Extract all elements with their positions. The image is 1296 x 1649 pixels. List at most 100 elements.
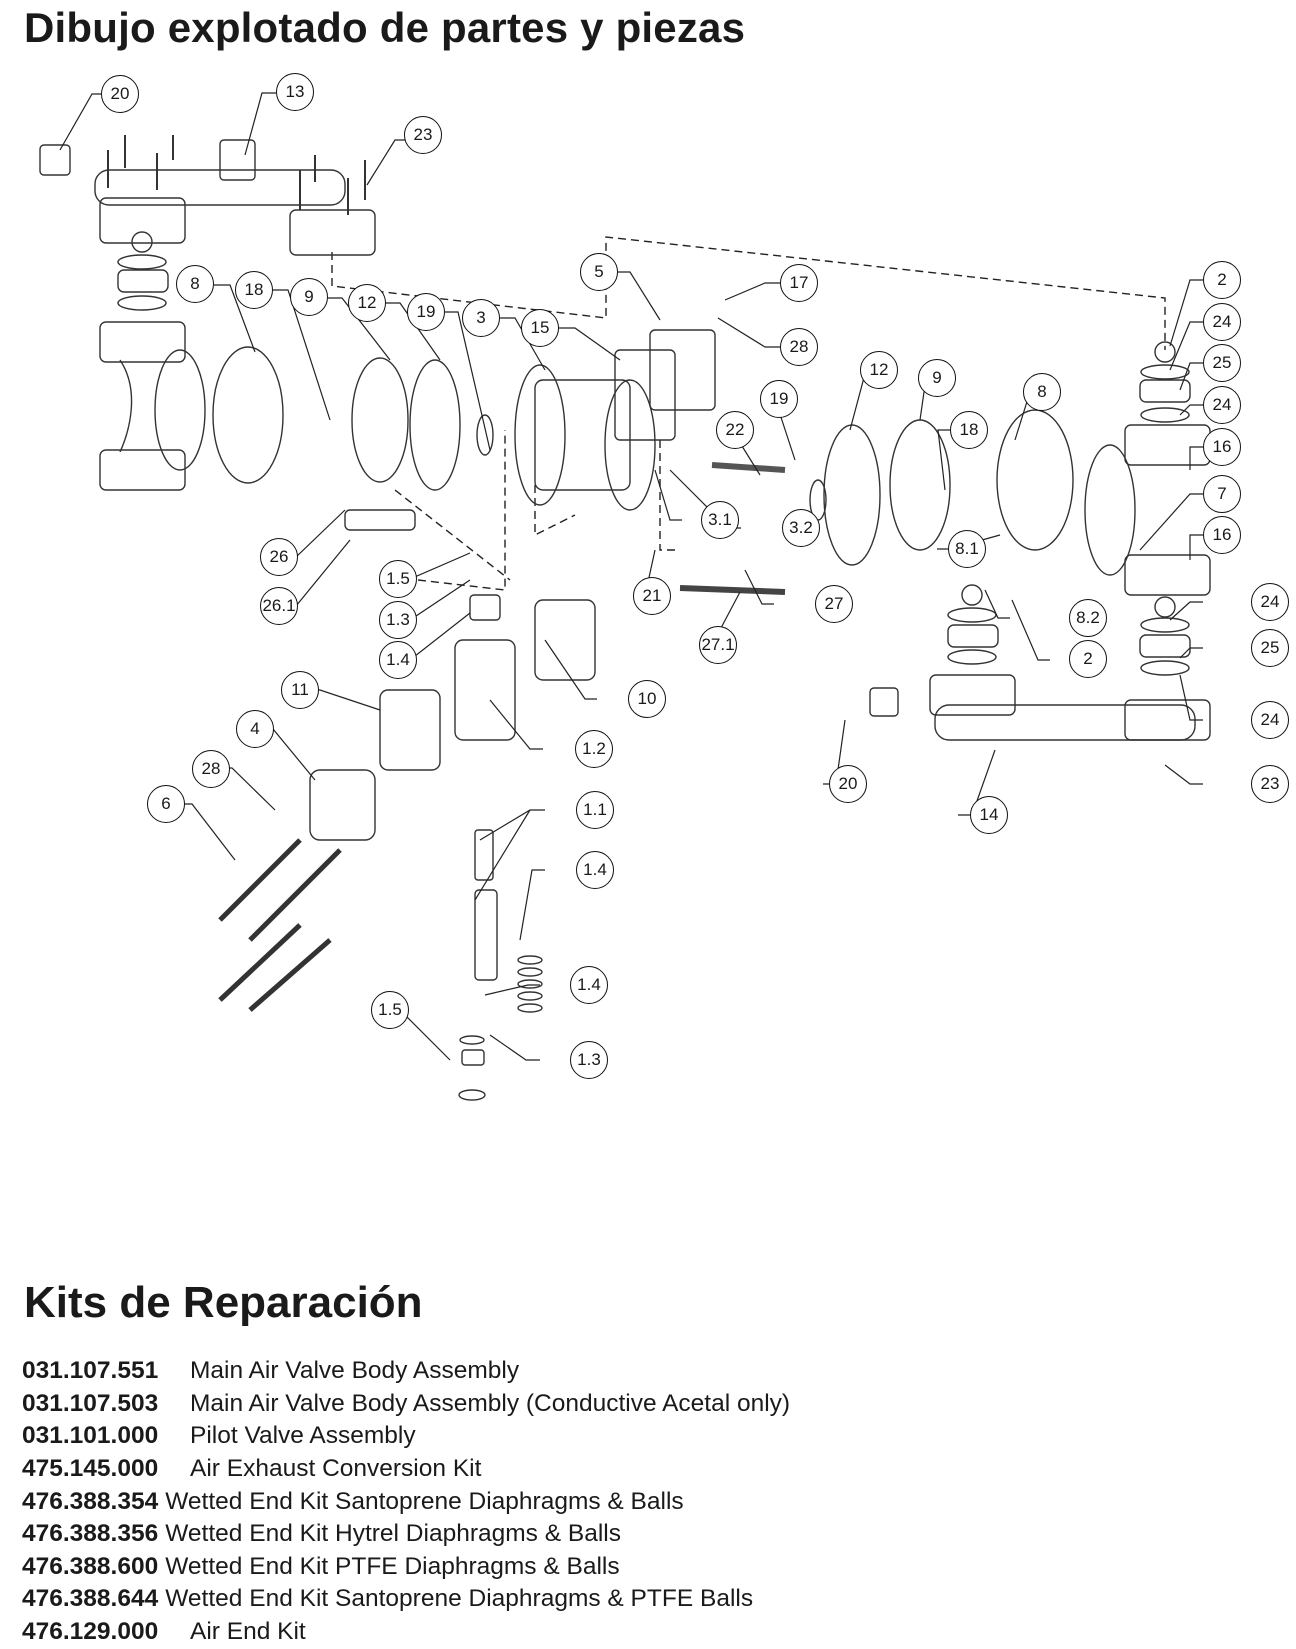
kit-description: Wetted End Kit Santoprene Diaphragms & B…: [165, 1487, 684, 1515]
callout-26-1: 26.1: [260, 587, 298, 625]
callout-24: 24: [1203, 303, 1241, 341]
assembly-guide-lines: [331, 236, 1166, 591]
callout-18: 18: [235, 271, 273, 309]
callout-2: 2: [1069, 640, 1107, 678]
kit-code: 475.145.000: [22, 1455, 159, 1483]
callout-20: 20: [101, 75, 139, 113]
callout-16: 16: [1203, 428, 1241, 466]
kit-row: 475.145.000 Air Exhaust Conversion Kit: [22, 1453, 790, 1486]
callout-28: 28: [192, 750, 230, 788]
callout-1-1: 1.1: [576, 791, 614, 829]
callout-12: 12: [860, 351, 898, 389]
callout-23: 23: [1251, 765, 1289, 803]
kit-row: 031.107.551 Main Air Valve Body Assembly: [22, 1355, 790, 1388]
callout-19: 19: [760, 380, 798, 418]
kit-code: 476.388.354: [22, 1487, 159, 1515]
kit-description: Wetted End Kit Hytrel Diaphragms & Balls: [165, 1520, 621, 1548]
kit-description: Wetted End Kit Santoprene Diaphragms & P…: [165, 1585, 754, 1613]
callout-9: 9: [290, 278, 328, 316]
callout-8: 8: [176, 265, 214, 303]
kit-code: 476.388.600: [22, 1552, 159, 1580]
callout-22: 22: [716, 411, 754, 449]
callout-18: 18: [950, 411, 988, 449]
callout-2: 2: [1203, 261, 1241, 299]
callout-28: 28: [780, 328, 818, 366]
callout-1-2: 1.2: [575, 730, 613, 768]
kit-code: 476.388.356: [22, 1520, 159, 1548]
callout-25: 25: [1203, 344, 1241, 382]
kit-code: 031.101.000: [22, 1422, 159, 1450]
kit-code: 031.107.503: [22, 1389, 159, 1417]
callout-16: 16: [1203, 516, 1241, 554]
leader-lines: [59, 92, 1203, 1061]
callout-25: 25: [1251, 629, 1289, 667]
kit-description: Air Exhaust Conversion Kit: [190, 1455, 482, 1483]
callout-26: 26: [260, 538, 298, 576]
callout-6: 6: [147, 785, 185, 823]
callout-8-2: 8.2: [1069, 599, 1107, 637]
callout-1-3: 1.3: [379, 601, 417, 639]
kit-row: 476.129.000 Air End Kit: [22, 1616, 790, 1649]
bottom-manifold: [869, 584, 1211, 741]
callout-17: 17: [780, 264, 818, 302]
kit-row: 031.101.000 Pilot Valve Assembly: [22, 1420, 790, 1453]
left-oring: [409, 359, 461, 491]
kit-description: Pilot Valve Assembly: [190, 1422, 416, 1450]
page-title: Dibujo explotado de partes y piezas: [24, 4, 746, 51]
callout-24: 24: [1203, 386, 1241, 424]
right-oring: [823, 424, 881, 566]
callout-23: 23: [404, 116, 442, 154]
callout-24: 24: [1251, 583, 1289, 621]
callout-9: 9: [918, 359, 956, 397]
callout-12: 12: [348, 284, 386, 322]
center-body: [514, 329, 716, 511]
kit-description: Main Air Valve Body Assembly: [190, 1357, 520, 1385]
callout-1-4: 1.4: [570, 966, 608, 1004]
callout-5: 5: [580, 253, 618, 291]
callout-21: 21: [633, 577, 671, 615]
callout-14: 14: [970, 796, 1008, 834]
callout-3: 3: [462, 299, 500, 337]
right-clamp: [996, 409, 1074, 551]
left-clamp: [212, 346, 284, 484]
left-washer: [476, 414, 494, 456]
callout-1-5: 1.5: [371, 991, 409, 1029]
kit-code: 476.388.644: [22, 1585, 159, 1613]
right-diaphragm: [889, 419, 951, 551]
callout-27-1: 27.1: [699, 626, 737, 664]
callout-20: 20: [829, 765, 867, 803]
left-check-valve-stack: [99, 231, 206, 491]
callout-11: 11: [281, 671, 319, 709]
callout-10: 10: [628, 680, 666, 718]
callout-1-3: 1.3: [570, 1041, 608, 1079]
callout-19: 19: [407, 293, 445, 331]
callout-24: 24: [1251, 701, 1289, 739]
callout-1-4: 1.4: [576, 851, 614, 889]
callout-3-1: 3.1: [701, 501, 739, 539]
exploded-parts-diagram: 20 13 23 8 18 9 12 19 3 15 5 17 28 2 24 …: [0, 60, 1296, 1140]
left-diaphragm: [351, 357, 409, 483]
kit-description: Wetted End Kit PTFE Diaphragms & Balls: [165, 1552, 620, 1580]
callout-27: 27: [815, 585, 853, 623]
callout-13: 13: [276, 73, 314, 111]
callout-15: 15: [521, 309, 559, 347]
kit-description: Air End Kit: [190, 1618, 306, 1646]
callout-4: 4: [236, 710, 274, 748]
callout-8: 8: [1023, 373, 1061, 411]
kit-code: 476.129.000: [22, 1618, 159, 1646]
shaft: [711, 462, 786, 473]
callout-1-4: 1.4: [379, 641, 417, 679]
right-check-valve-stack: [1084, 341, 1211, 596]
top-manifold: [39, 135, 376, 256]
callout-8-1: 8.1: [948, 530, 986, 568]
kits-title: Kits de Reparación: [24, 1278, 423, 1327]
callout-1-5: 1.5: [379, 560, 417, 598]
callout-3-2: 3.2: [782, 509, 820, 547]
kit-code: 031.107.551: [22, 1357, 159, 1385]
